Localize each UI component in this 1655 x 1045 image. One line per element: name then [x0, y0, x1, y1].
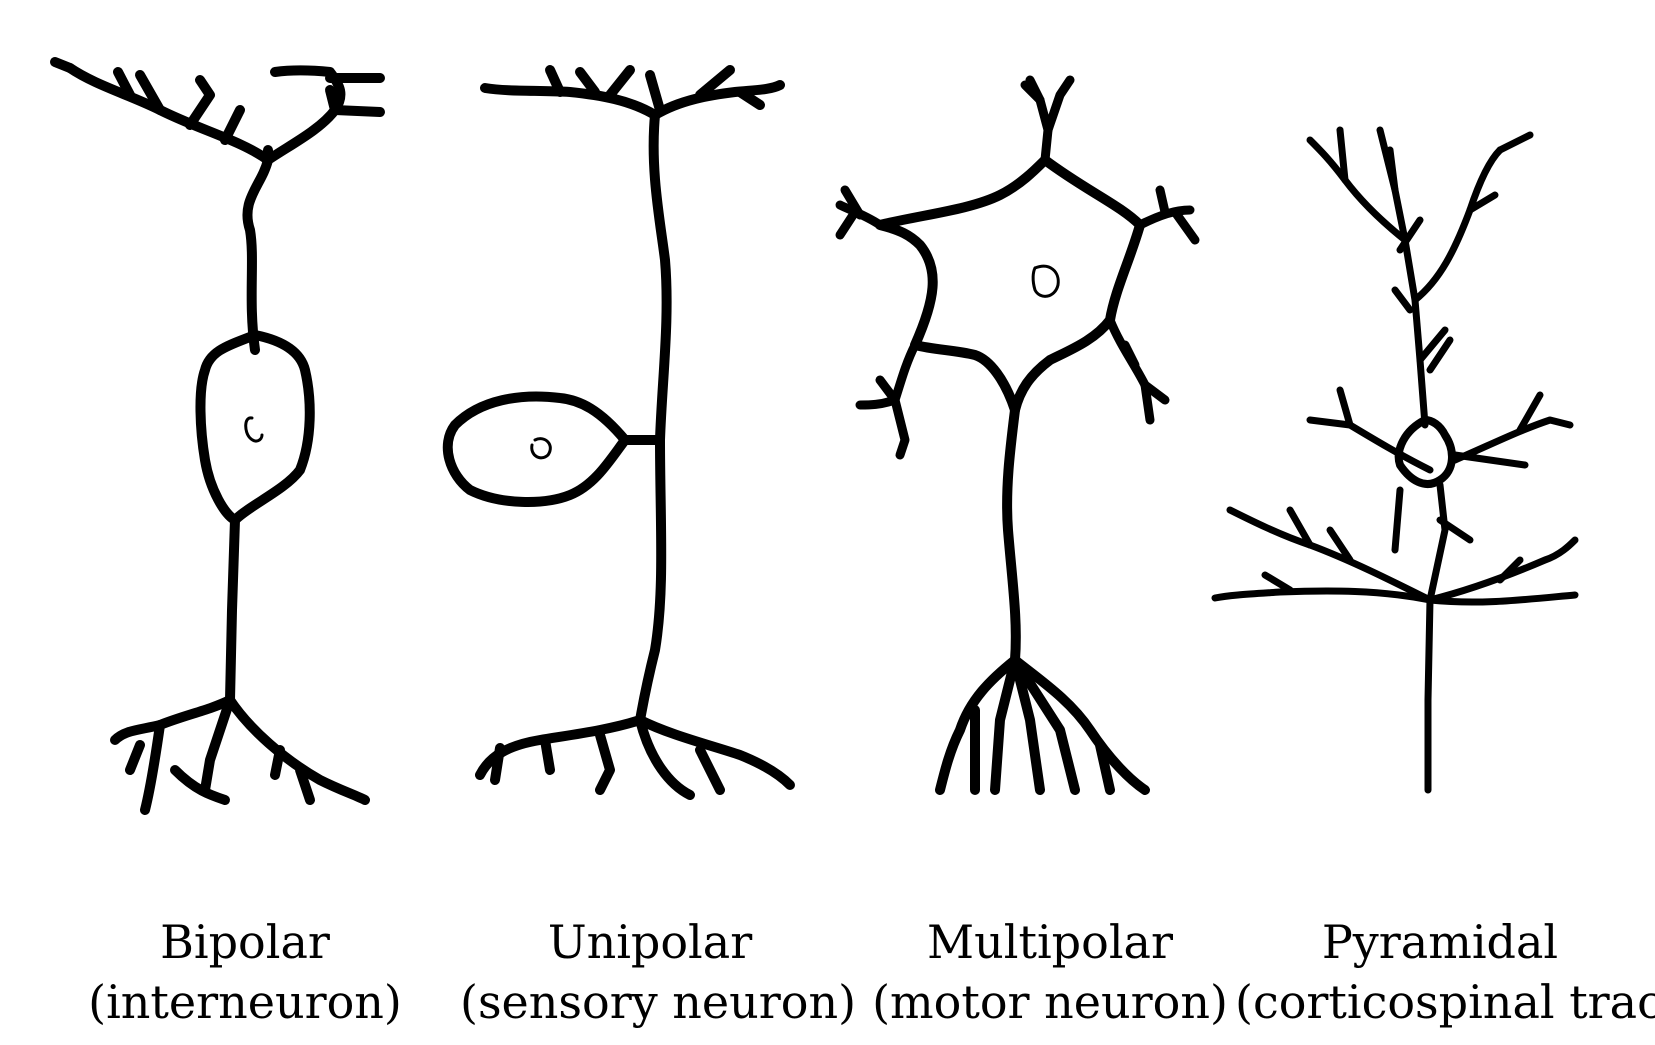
bipolar-nucleus — [244, 416, 264, 443]
unipolar-terminals — [475, 715, 795, 800]
unipolar-top-dendrites — [480, 65, 785, 120]
caption-multipolar: Multipolar (motor neuron) — [860, 912, 1240, 1032]
pyramidal-axon — [1424, 596, 1434, 794]
multipolar-cell-body — [875, 155, 1145, 415]
bipolar-neuron-drawing — [50, 57, 385, 815]
unipolar-neuron-drawing — [442, 65, 795, 800]
pyramidal-basal-dendrites — [1211, 386, 1579, 606]
bipolar-axon-and-terminals — [110, 515, 370, 815]
bipolar-top-dendrites — [50, 57, 385, 355]
multipolar-nucleus — [1031, 264, 1060, 298]
caption-pyramidal-description: (corticospinal tract) — [1235, 975, 1655, 1029]
caption-pyramidal-name: Pyramidal — [1321, 915, 1559, 969]
pyramidal-neuron-drawing — [1211, 126, 1579, 794]
multipolar-axon-and-terminals — [935, 405, 1150, 795]
caption-bipolar-name: Bipolar — [160, 915, 330, 969]
caption-unipolar-description: (sensory neuron) — [460, 975, 857, 1029]
caption-unipolar: Unipolar (sensory neuron) — [460, 912, 857, 1032]
multipolar-dendrites — [835, 75, 1200, 460]
caption-bipolar-description: (interneuron) — [88, 975, 402, 1029]
bipolar-cell-body — [195, 330, 315, 525]
unipolar-axon — [635, 110, 672, 725]
multipolar-neuron-drawing — [835, 75, 1200, 795]
caption-pyramidal: Pyramidal (corticospinal tract) — [1235, 912, 1655, 1032]
caption-unipolar-name: Unipolar — [547, 915, 753, 969]
caption-multipolar-description: (motor neuron) — [872, 975, 1228, 1029]
pyramidal-cell-body — [1394, 416, 1456, 488]
caption-bipolar: Bipolar (interneuron) — [80, 912, 410, 1032]
pyramidal-apical-dendrite — [1306, 126, 1534, 429]
unipolar-cell-body — [442, 391, 665, 507]
caption-multipolar-name: Multipolar — [927, 915, 1173, 969]
unipolar-nucleus — [530, 437, 552, 460]
